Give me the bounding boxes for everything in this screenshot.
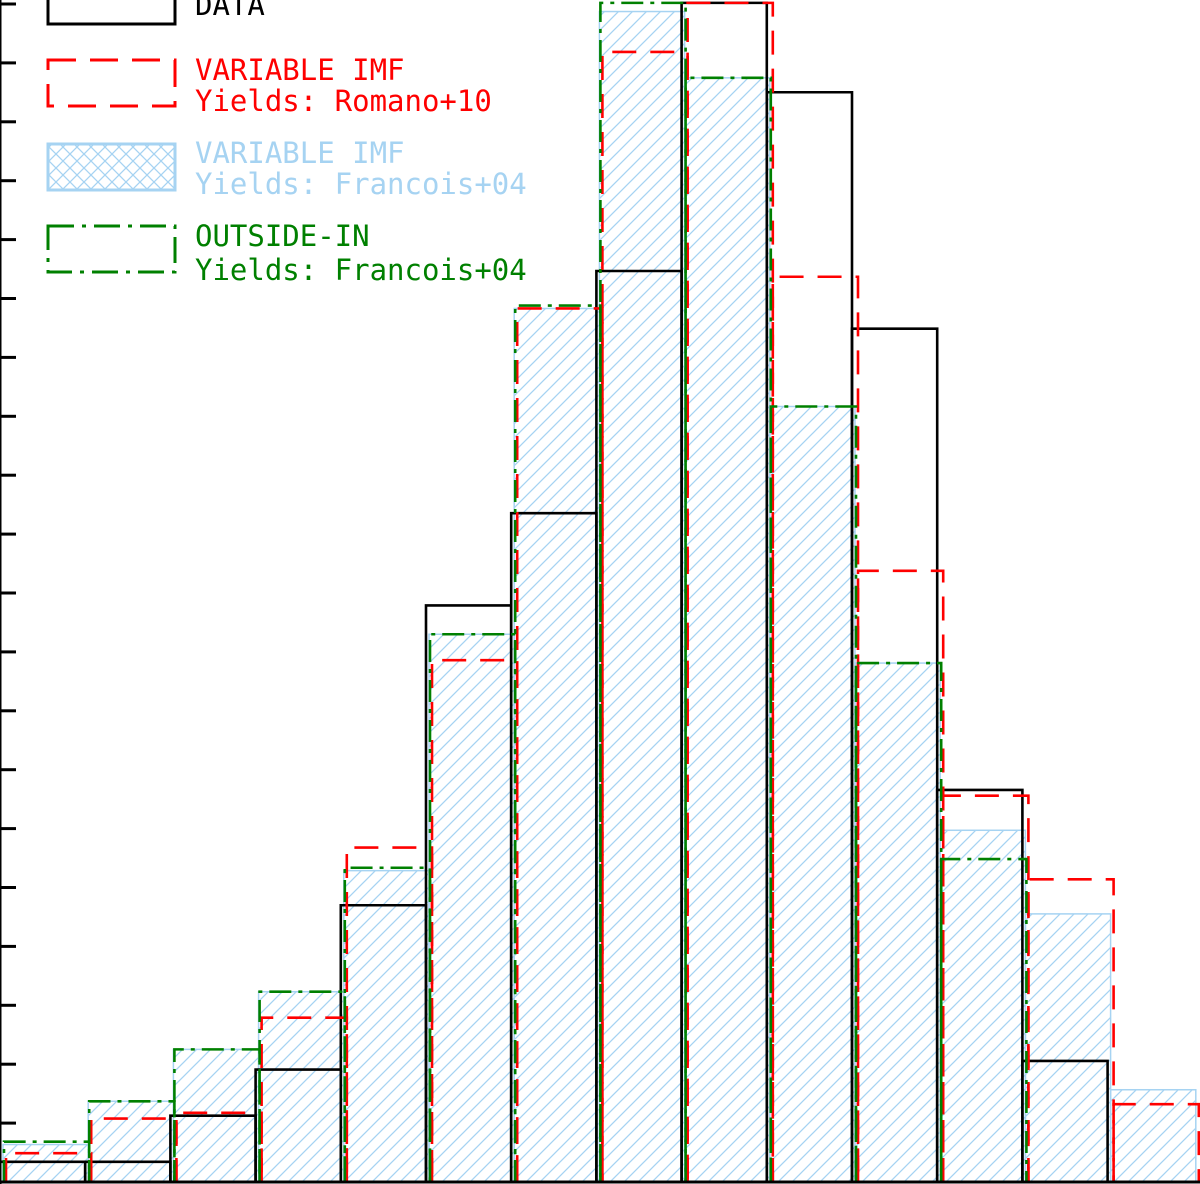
bar-francois-0 xyxy=(2,1143,89,1183)
bar-francois-4 xyxy=(343,869,430,1183)
y-axis-ticks xyxy=(0,2,16,1125)
bar-outside-5 xyxy=(428,632,517,1182)
legend-item-francois: VARIABLE IMF Yields: Francois+04 xyxy=(46,136,527,201)
series-francois xyxy=(2,10,1197,1183)
legend-label-outside-line2: Yields: Francois+04 xyxy=(195,253,527,287)
bar-outside-10 xyxy=(854,661,943,1182)
bar-data-11 xyxy=(935,788,1024,1182)
series-data xyxy=(0,1,1109,1182)
bar-romano-8 xyxy=(686,1,775,1182)
bar-francois-1 xyxy=(87,1100,175,1183)
bar-outside-9 xyxy=(769,405,858,1182)
bar-romano-3 xyxy=(260,1016,349,1182)
bar-romano-13 xyxy=(1112,1102,1200,1182)
series-outside xyxy=(2,1,1028,1182)
bar-outside-2 xyxy=(173,1048,261,1182)
bar-outside-11 xyxy=(939,857,1028,1182)
bar-francois-6 xyxy=(513,307,601,1183)
legend-item-romano: VARIABLE IMF Yields: Romano+10 xyxy=(46,53,492,118)
bar-francois-12 xyxy=(1024,913,1112,1183)
legend: DATA VARIABLE IMF Yields: Romano+10 VARI… xyxy=(46,0,527,287)
legend-label-data: DATA xyxy=(195,0,265,22)
bar-francois-3 xyxy=(257,990,345,1183)
bar-romano-6 xyxy=(515,307,604,1182)
legend-label-francois-line1: VARIABLE IMF xyxy=(195,136,405,170)
bar-francois-9 xyxy=(769,405,856,1183)
legend-swatch-francois xyxy=(46,142,177,192)
bar-francois-10 xyxy=(854,662,941,1183)
bar-data-12 xyxy=(1021,1059,1109,1182)
legend-swatch-data xyxy=(46,0,177,26)
legend-label-francois-line2: Yields: Francois+04 xyxy=(195,167,527,201)
bar-romano-12 xyxy=(1027,877,1115,1182)
legend-item-outside-in: OUTSIDE-IN Yields: Francois+04 xyxy=(46,219,527,287)
bar-francois-11 xyxy=(939,829,1027,1183)
bar-data-10 xyxy=(850,327,939,1182)
bar-outside-0 xyxy=(2,1140,91,1182)
bar-francois-8 xyxy=(683,77,771,1183)
bar-francois-5 xyxy=(428,633,515,1183)
bar-francois-7 xyxy=(598,10,686,1183)
legend-item-data: DATA xyxy=(46,0,265,26)
legend-label-romano-line2: Yields: Romano+10 xyxy=(195,84,492,118)
legend-swatch-romano xyxy=(46,58,177,108)
legend-label-romano-line1: VARIABLE IMF xyxy=(195,53,405,87)
series-romano xyxy=(4,1,1200,1182)
legend-swatch-outside-in xyxy=(46,224,177,274)
legend-label-outside-line1: OUTSIDE-IN xyxy=(195,219,370,253)
